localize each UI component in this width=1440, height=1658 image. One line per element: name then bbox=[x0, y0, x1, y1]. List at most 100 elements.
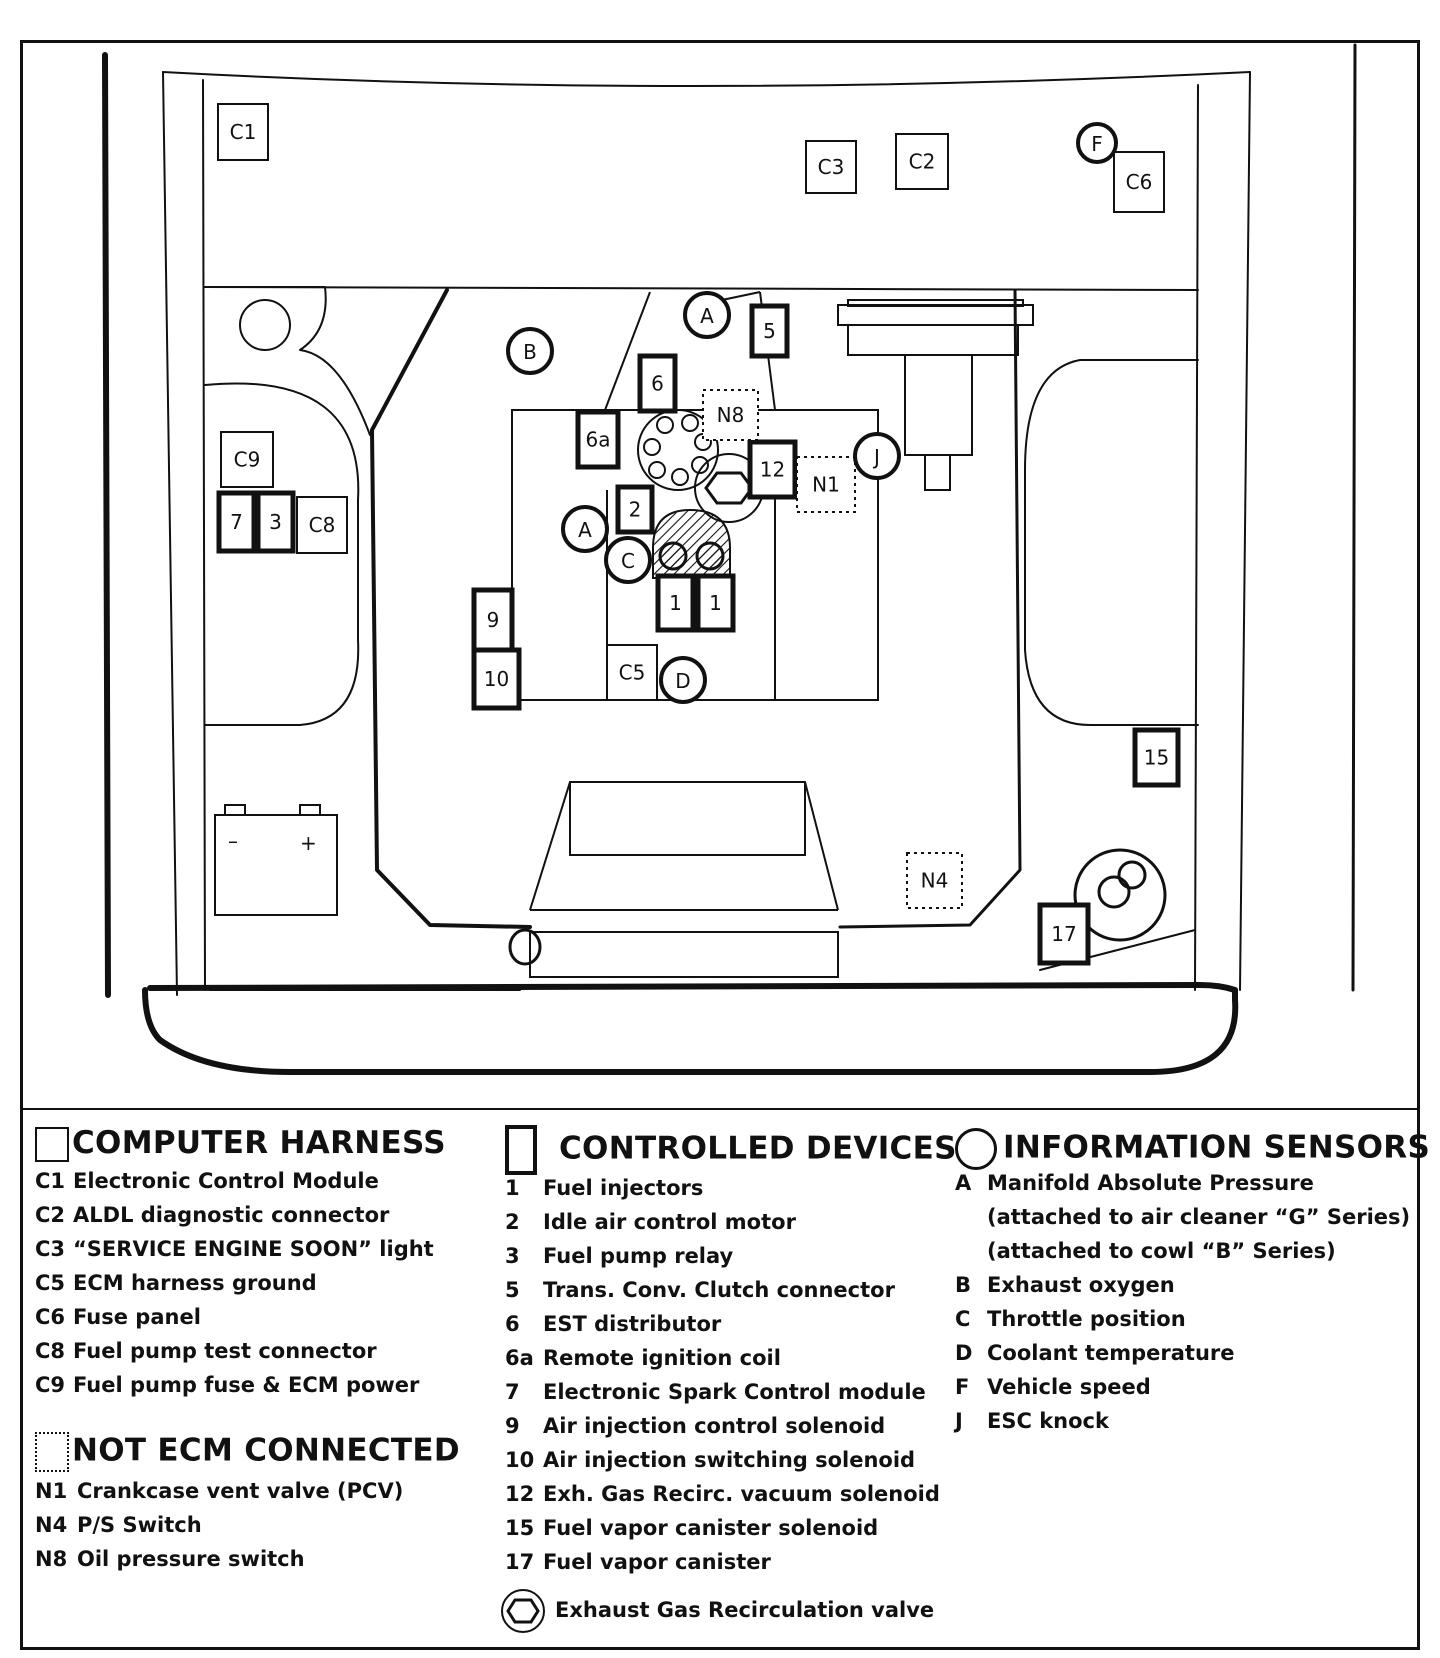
box-label: 6 bbox=[651, 372, 664, 396]
legend-item-code: N1 bbox=[35, 1479, 68, 1503]
computer-harness-title: COMPUTER HARNESS bbox=[72, 1125, 446, 1161]
sensor-circle-sj: J bbox=[853, 432, 901, 480]
radiator-overflow-tank bbox=[508, 781, 839, 978]
legend-item-text: Fuel injectors bbox=[543, 1176, 704, 1200]
device-box-d6a: 6a bbox=[575, 409, 621, 470]
legend-item-code: 15 bbox=[505, 1516, 535, 1540]
legend-item: 9 Air injection control solenoid bbox=[505, 1409, 957, 1443]
not-ecm-title: NOT ECM CONNECTED bbox=[72, 1432, 460, 1469]
legend-item-code: 3 bbox=[505, 1244, 520, 1268]
circle-label: F bbox=[1091, 132, 1103, 156]
box-label: N8 bbox=[717, 403, 745, 427]
box-label: C3 bbox=[818, 155, 845, 179]
legend-item-code: 6a bbox=[505, 1346, 534, 1370]
box-label: C2 bbox=[909, 150, 936, 174]
legend-item-code: C9 bbox=[35, 1373, 66, 1397]
box-outline bbox=[220, 431, 274, 488]
sensor-circle-sf: F bbox=[1076, 122, 1118, 164]
circle-label: C bbox=[621, 549, 635, 573]
egr-valve-icon bbox=[501, 1589, 545, 1633]
device-box-d7: 7 bbox=[216, 490, 257, 554]
box-label: 1 bbox=[669, 591, 682, 615]
controlled-devices-header: CONTROLLED DEVICES bbox=[505, 1125, 957, 1175]
information-sensors-title: INFORMATION SENSORS bbox=[1003, 1129, 1431, 1166]
box-label: 15 bbox=[1144, 746, 1169, 770]
legend-item-text: Exhaust oxygen bbox=[987, 1273, 1175, 1297]
device-box-icon bbox=[505, 1125, 537, 1175]
sensor-circle-icon bbox=[955, 1128, 997, 1170]
legend-item-code: 2 bbox=[505, 1210, 520, 1234]
information-sensors-header: INFORMATION SENSORS bbox=[955, 1128, 1430, 1170]
box-label: C9 bbox=[234, 448, 261, 472]
legend-item-text: Fuel pump relay bbox=[543, 1244, 734, 1268]
box-outline bbox=[906, 852, 963, 909]
harness-box-c2: C2 bbox=[895, 133, 949, 190]
legend-item-text: Air injection control solenoid bbox=[543, 1414, 886, 1438]
legend-item: (attached to air cleaner “G” Series) bbox=[955, 1200, 1430, 1234]
controlled-devices-title: CONTROLLED DEVICES bbox=[559, 1130, 957, 1167]
legend-item-text: “SERVICE ENGINE SOON” light bbox=[73, 1237, 434, 1261]
not-ecm-box-icon bbox=[35, 1432, 69, 1472]
sensor-circle-sd: D bbox=[659, 656, 707, 704]
device-box-d12: 12 bbox=[747, 439, 798, 500]
legend-item-text: EST distributor bbox=[543, 1312, 722, 1336]
legend-item-text: (attached to cowl “B” Series) bbox=[987, 1239, 1336, 1263]
legend-item-text: Electronic Control Module bbox=[73, 1169, 379, 1193]
legend-item-code: 9 bbox=[505, 1414, 520, 1438]
legend-item-text: Oil pressure switch bbox=[77, 1547, 305, 1571]
box-label: C1 bbox=[230, 120, 257, 144]
egr-legend-row: Exhaust Gas Recirculation valve bbox=[501, 1587, 957, 1633]
box-outline bbox=[747, 439, 798, 500]
legend-item-code: 7 bbox=[505, 1380, 520, 1404]
box-outline bbox=[471, 647, 522, 711]
harness-box-c1: C1 bbox=[217, 103, 269, 161]
circle-outline bbox=[1076, 122, 1118, 164]
box-label: N4 bbox=[921, 869, 949, 893]
box-outline bbox=[749, 303, 790, 359]
throttle-body bbox=[652, 508, 731, 579]
legend-item: 3 Fuel pump relay bbox=[505, 1239, 957, 1273]
legend-item-text: Idle air control motor bbox=[543, 1210, 796, 1234]
legend-item-text: Fuel pump fuse & ECM power bbox=[73, 1373, 420, 1397]
sensor-circle-sa2: A bbox=[561, 505, 609, 553]
box-outline bbox=[1037, 902, 1091, 966]
box-label: C8 bbox=[309, 513, 336, 537]
legend-item-text: Coolant temperature bbox=[987, 1341, 1235, 1365]
box-label: 12 bbox=[760, 458, 785, 482]
not-ecm-header: NOT ECM CONNECTED bbox=[35, 1432, 460, 1472]
legend-item-code: N4 bbox=[35, 1513, 68, 1537]
device-box-d2: 2 bbox=[615, 484, 655, 535]
box-label: 3 bbox=[269, 510, 282, 534]
legend-divider bbox=[20, 1108, 1420, 1110]
diagram-frame bbox=[20, 40, 1420, 1650]
legend-item-text: Fuse panel bbox=[73, 1305, 201, 1329]
box-label: C6 bbox=[1126, 170, 1153, 194]
legend-item-text: Vehicle speed bbox=[987, 1375, 1151, 1399]
box-outline bbox=[895, 133, 949, 190]
circle-outline bbox=[561, 505, 609, 553]
harness-box-icon bbox=[35, 1127, 69, 1162]
battery: – + bbox=[214, 804, 338, 916]
circle-outline bbox=[604, 536, 652, 584]
legend-item: C9 Fuel pump fuse & ECM power bbox=[35, 1368, 446, 1402]
device-box-d10: 10 bbox=[471, 647, 522, 711]
device-box-d1b: 1 bbox=[695, 573, 736, 633]
box-label: 2 bbox=[629, 498, 642, 522]
box-outline bbox=[606, 644, 658, 701]
box-label: 5 bbox=[763, 319, 776, 343]
harness-box-c9: C9 bbox=[220, 431, 274, 488]
